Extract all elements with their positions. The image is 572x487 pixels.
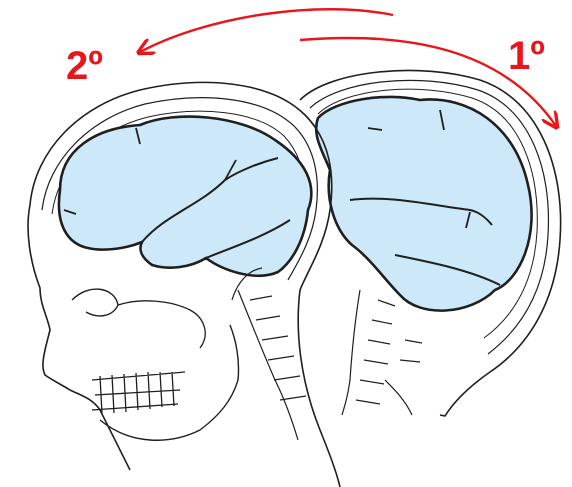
back-neck-vertebrae xyxy=(342,290,422,415)
front-brain xyxy=(59,117,311,276)
back-head xyxy=(300,70,561,416)
front-cheekbone xyxy=(118,301,205,348)
label-second-position: 2º xyxy=(66,46,103,86)
front-head xyxy=(28,82,340,487)
front-orbit xyxy=(72,289,118,316)
front-teeth xyxy=(92,372,185,414)
arrow-to-second-position xyxy=(140,9,393,52)
front-jaw xyxy=(100,325,239,440)
front-neck-vertebrae xyxy=(232,268,306,440)
label-first-position: 1º xyxy=(508,36,545,76)
